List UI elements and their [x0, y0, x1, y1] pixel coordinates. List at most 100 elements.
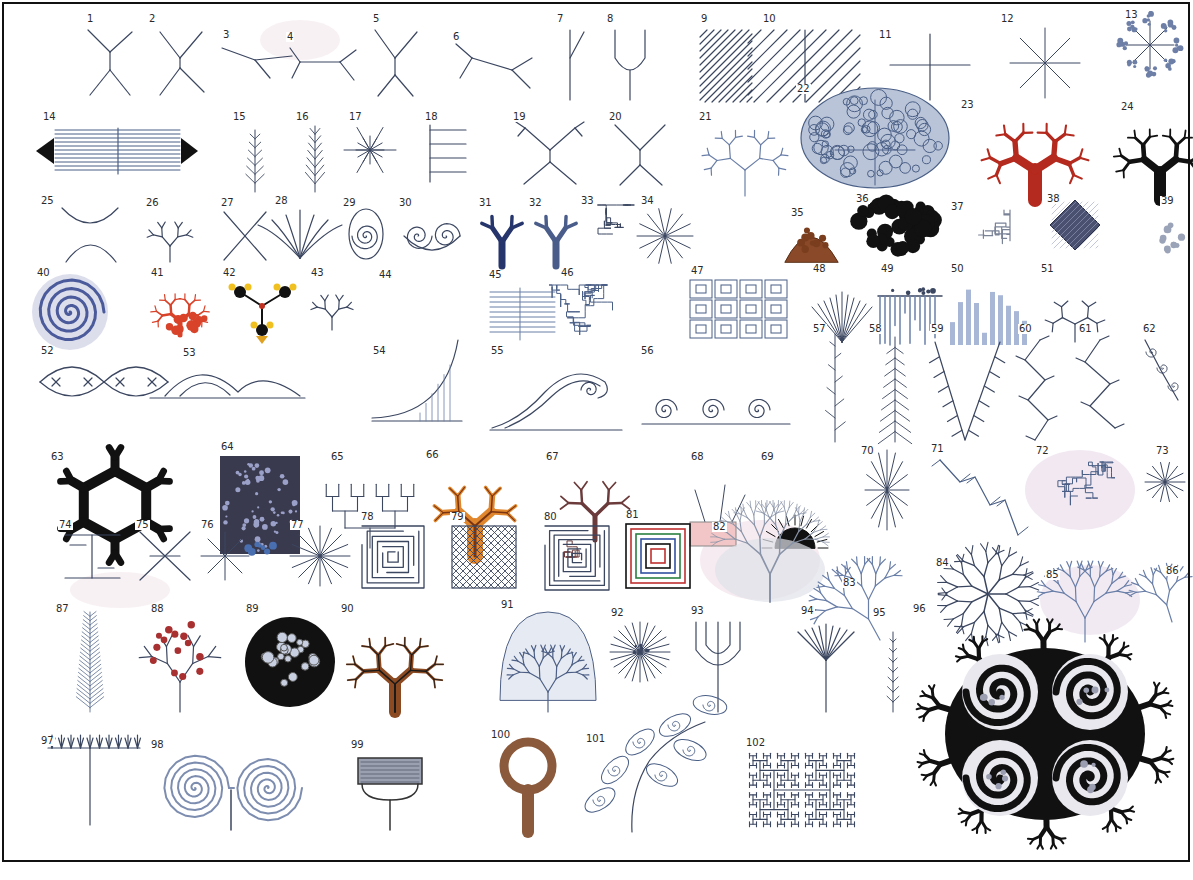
pattern-stroke: [1117, 591, 1126, 593]
pattern-stroke: [931, 690, 935, 698]
pattern-stroke: [998, 555, 1001, 566]
pattern-stroke: [707, 148, 709, 155]
pattern-stroke: [150, 375, 305, 398]
pattern-stroke: [361, 782, 419, 783]
pattern-stroke: [229, 284, 236, 291]
pattern-stroke: [887, 490, 895, 527]
pattern-stroke: [370, 150, 384, 151]
pattern-stroke: [434, 506, 443, 513]
pattern-stroke: [299, 556, 320, 577]
pattern-stroke: [1177, 577, 1185, 581]
pattern-stroke: [110, 70, 130, 95]
pattern-stroke: [984, 576, 988, 594]
pattern-stroke: [77, 685, 90, 695]
pattern-stroke: [1103, 826, 1108, 829]
pattern-stroke: [52, 378, 60, 386]
pattern-stroke: [998, 546, 999, 555]
pattern-stroke: [964, 812, 972, 814]
pattern-stroke: [320, 556, 341, 577]
pattern-stroke: [1066, 216, 1098, 248]
pattern-stroke: [1049, 629, 1056, 632]
pattern-stroke: [288, 510, 292, 514]
pattern-stroke: [996, 164, 1000, 175]
pattern-stroke: [992, 548, 998, 555]
pattern-stroke: [765, 280, 787, 298]
pattern-stroke: [452, 560, 480, 588]
pattern-stroke: [394, 58, 395, 75]
pattern-stroke: [1095, 577, 1100, 587]
pattern-stroke: [895, 358, 904, 365]
pattern-stroke: [224, 212, 266, 260]
pattern-stroke: [395, 670, 411, 684]
pattern-stroke: [161, 636, 168, 643]
pattern-stroke: [963, 645, 964, 651]
pattern-stroke: [996, 634, 999, 643]
pattern-stroke: [118, 735, 119, 748]
pattern-stroke: [242, 523, 246, 527]
pattern-stroke: [52, 378, 60, 386]
pattern-stroke: [1012, 612, 1023, 614]
pattern-stroke: [225, 556, 249, 557]
pattern-stroke: [888, 687, 893, 692]
pattern-stroke: [771, 285, 781, 293]
pattern-stroke: [262, 652, 274, 664]
pattern-stroke: [251, 510, 253, 512]
pattern-stroke: [963, 602, 971, 614]
pattern-stroke: [885, 575, 894, 578]
pattern-stroke: [962, 820, 967, 822]
pattern-stroke: [36, 138, 54, 164]
pattern-stroke: [300, 225, 342, 258]
pattern-stroke: [370, 647, 378, 655]
pattern-stroke: [192, 647, 194, 664]
pattern-stroke: [236, 471, 240, 475]
pattern-stroke: [740, 521, 741, 531]
pattern-stroke: [90, 685, 103, 695]
pattern-stroke: [812, 628, 826, 660]
pattern-stroke: [721, 285, 731, 293]
pattern-stroke: [646, 649, 650, 653]
pattern-stroke: [520, 672, 529, 674]
pattern-stroke: [818, 582, 825, 586]
pattern-stroke: [511, 223, 522, 228]
pattern-stroke: [819, 626, 826, 660]
pattern-stroke: [889, 658, 893, 662]
pattern-stroke: [876, 565, 880, 574]
pattern-stroke: [741, 532, 747, 544]
pattern-stroke: [977, 649, 982, 660]
pattern-stroke: [435, 656, 437, 664]
pattern-stroke: [881, 400, 895, 410]
pattern-stroke: [89, 735, 90, 748]
pattern-stroke: [502, 228, 511, 242]
pattern-stroke: [575, 122, 584, 128]
pattern-stroke: [1082, 301, 1088, 307]
pattern-stroke: [1070, 175, 1074, 183]
pattern-stroke: [1145, 66, 1150, 71]
pattern-stroke: [1026, 436, 1035, 440]
pattern-stroke: [971, 810, 981, 814]
pattern-stroke: [1130, 592, 1136, 596]
pattern-stroke: [595, 503, 608, 516]
pattern-stroke: [960, 474, 970, 482]
pattern-stroke: [998, 295, 1003, 345]
pattern-stroke: [507, 506, 516, 513]
pattern-stroke: [513, 669, 520, 672]
pattern-stroke: [1126, 45, 1150, 46]
pattern-stroke: [656, 709, 694, 741]
pattern-stroke: [166, 647, 168, 664]
pattern-stroke: [805, 538, 815, 539]
pattern-stroke: [1190, 162, 1193, 170]
pattern-stroke: [748, 30, 761, 43]
pattern-stroke: [1045, 28, 1046, 63]
pattern-stroke: [244, 544, 252, 552]
pattern-stroke: [160, 32, 180, 58]
pattern-stroke: [90, 656, 100, 664]
pattern-stroke: [986, 774, 992, 780]
pattern-stroke: [1046, 124, 1048, 133]
pattern-stroke: [826, 601, 837, 607]
pattern-stroke: [1053, 318, 1062, 324]
pattern-stroke: [700, 30, 735, 65]
pattern-stroke: [452, 526, 487, 561]
pattern-stroke: [225, 556, 242, 573]
pattern-stroke: [972, 586, 988, 594]
pattern-stroke: [863, 144, 879, 160]
